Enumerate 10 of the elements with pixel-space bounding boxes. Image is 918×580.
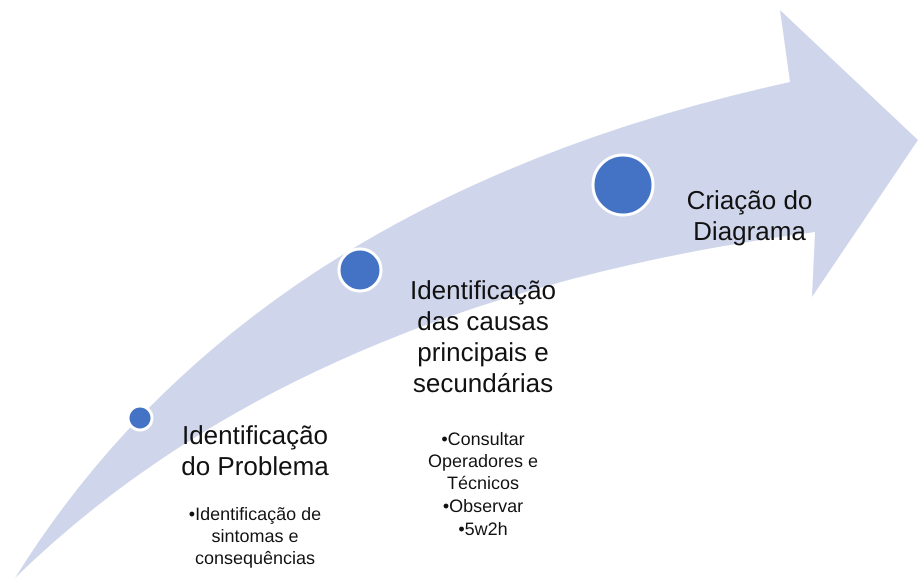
bullet-item: •Observar	[442, 495, 524, 517]
step-circle	[338, 248, 382, 292]
step-heading: Identificação das causas principais e secundárias	[409, 275, 557, 399]
bullet-item: •Consultar Operadores e Técnicos	[426, 428, 540, 494]
bullet-item: •5w2h	[457, 518, 509, 540]
step-heading: Criação do Diagrama	[686, 185, 814, 247]
step-circle	[126, 404, 154, 432]
bullet-item: •Identificação de sintomas e consequências	[188, 503, 322, 569]
step-circle	[592, 154, 654, 216]
step-heading: Identificação do Problema	[180, 420, 330, 482]
